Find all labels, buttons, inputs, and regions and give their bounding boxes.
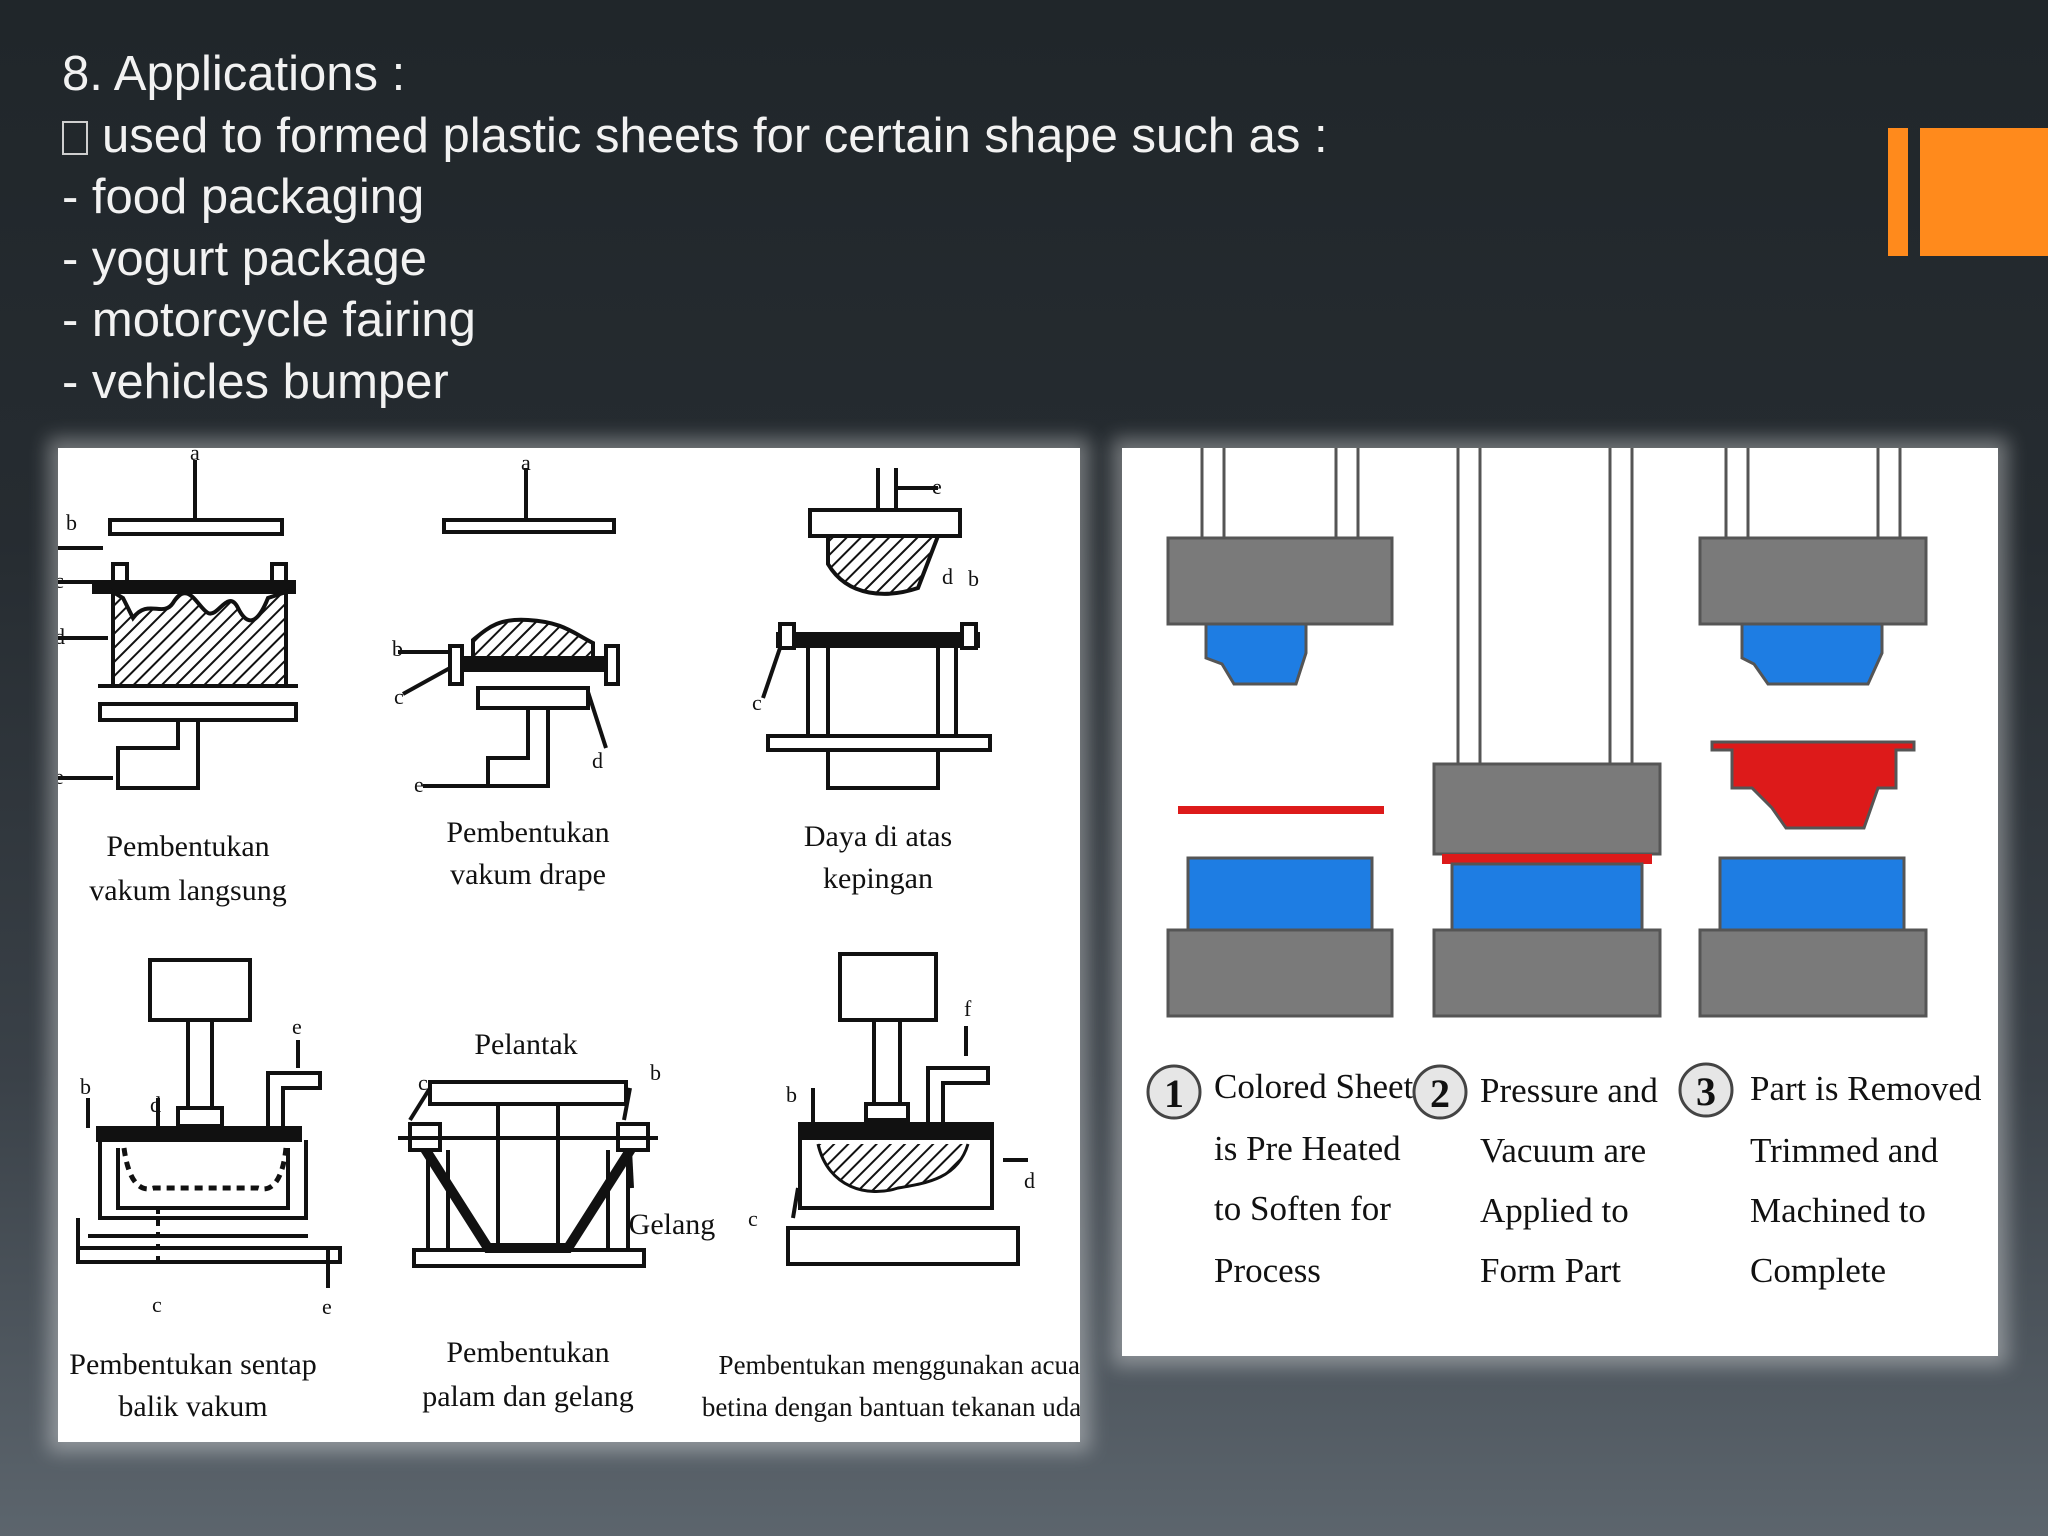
diagram-plug-ring [398, 1080, 658, 1268]
caption-line: Pembentukan sentap [69, 1348, 316, 1381]
step-3-circle-icon [1678, 1062, 1734, 1118]
svg-text:d: d [942, 564, 953, 589]
caption-line: Pembentukan [106, 830, 269, 863]
step-2-number: 2 [1430, 1071, 1450, 1116]
svg-text:a: a [521, 450, 531, 475]
bullet-text: used to formed plastic sheets for certai… [102, 108, 1328, 163]
bullet-box-icon [62, 120, 88, 155]
step-descriptions: Colored Sheet is Pre Heated to Soften fo… [1214, 1067, 1982, 1290]
diagram-direct-vacuum [58, 460, 298, 790]
svg-text:c: c [748, 1206, 758, 1231]
svg-text:e: e [58, 764, 64, 789]
svg-text:d: d [150, 1092, 161, 1117]
svg-text:d: d [592, 748, 603, 773]
list-item: - vehicles bumper [62, 354, 449, 409]
svg-text:c: c [752, 690, 762, 715]
caption-line: palam dan gelang [422, 1380, 634, 1413]
step-number-circles [1146, 1062, 1734, 1120]
list-item: - food packaging [62, 170, 425, 224]
svg-text:e: e [292, 1014, 302, 1039]
svg-text:c: c [394, 684, 404, 709]
list-item: - motorcycle fairing [62, 293, 476, 347]
label-pelantak: Pelantak [474, 1028, 577, 1061]
bullet-line: used to formed plastic sheets for certai… [62, 106, 1328, 168]
caption-line: vakum drape [450, 858, 606, 891]
step-1-line: Process [1214, 1251, 1321, 1290]
diagram-letters: a b c d e a b c d e e d b c e b d c e c [54, 440, 1035, 1319]
thermoforming-process-figure: 1 2 3 Colored Sheet is Pre Heated to Sof… [1122, 448, 1998, 1356]
step-1-illustration [1166, 448, 1394, 1018]
step-3-line: Part is Removed [1750, 1069, 1982, 1108]
step-2-circle-icon [1412, 1064, 1468, 1120]
step-2-illustration [1432, 448, 1662, 1018]
diagram-captions: Pembentukan vakum langsung Pembentukan v… [69, 816, 1102, 1423]
step-3-illustration [1698, 448, 1928, 1018]
diagram-snap-back [76, 958, 342, 1288]
svg-text:e: e [322, 1294, 332, 1319]
svg-text:a: a [190, 448, 200, 465]
process-diagram: 1 2 3 Colored Sheet is Pre Heated to Sof… [1146, 448, 1982, 1290]
diagram-pressure-forming [786, 952, 1028, 1266]
step-3-number: 3 [1696, 1069, 1716, 1114]
step-2-line: Vacuum are [1480, 1131, 1646, 1170]
step-3-line: Trimmed and [1750, 1131, 1939, 1170]
caption-line: Pembentukan [446, 1336, 609, 1369]
step-3-line: Machined to [1750, 1191, 1926, 1230]
caption-line: Pembentukan menggunakan acuan [719, 1350, 1080, 1380]
diagram-above-sheet [761, 468, 992, 790]
svg-text:c: c [58, 568, 64, 593]
svg-text:c: c [152, 1292, 162, 1317]
caption-line: Daya di atas [804, 820, 952, 853]
accent-bar-thick [1920, 128, 2048, 256]
svg-text:b: b [786, 1082, 797, 1107]
step-1-line: is Pre Heated [1214, 1129, 1401, 1168]
step-1-circle-icon [1146, 1064, 1202, 1120]
step-2-line: Form Part [1480, 1251, 1621, 1290]
thermoforming-methods-figure: a b c d e a b c d e e d b c e b d c e c [54, 440, 1102, 1442]
caption-line: betina dengan bantuan tekanan udara [702, 1392, 1080, 1422]
step-2-line: Applied to [1480, 1191, 1629, 1230]
diagram-drape-forming [398, 468, 620, 788]
methods-diagram: a b c d e a b c d e e d b c e b d c e c [54, 440, 1102, 1423]
svg-text:b: b [392, 636, 403, 661]
step-2-line: Pressure and [1480, 1071, 1658, 1110]
svg-text:d: d [1024, 1168, 1035, 1193]
list-item: - yogurt package [62, 231, 427, 286]
accent-bar-thin [1888, 128, 1908, 256]
step-1-line: to Soften for [1214, 1189, 1391, 1228]
svg-text:c: c [418, 1070, 428, 1095]
svg-text:b: b [650, 1060, 661, 1085]
svg-text:b: b [968, 566, 979, 591]
svg-text:e: e [414, 772, 424, 797]
svg-text:f: f [964, 996, 972, 1021]
caption-line: balik vakum [118, 1390, 267, 1423]
label-gelang: Gelang [629, 1208, 716, 1241]
caption-line: kepingan [823, 862, 933, 895]
caption-line: Pembentukan [446, 816, 609, 849]
step-1-number: 1 [1164, 1071, 1184, 1116]
caption-line: vakum langsung [89, 874, 286, 907]
svg-text:e: e [932, 474, 942, 499]
step-3-line: Complete [1750, 1251, 1886, 1290]
slide-text: 8. Applications : used to formed plastic… [62, 44, 1328, 413]
svg-text:b: b [66, 510, 77, 535]
slide-title: 8. Applications : [62, 47, 406, 101]
step-1-line: Colored Sheet [1214, 1067, 1414, 1106]
svg-text:d: d [58, 624, 65, 649]
svg-text:b: b [80, 1074, 91, 1099]
